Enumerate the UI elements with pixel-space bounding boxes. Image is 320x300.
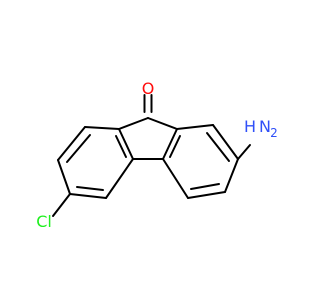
bond-c9a-c4b	[118, 128, 134, 160]
oxygen-label: O	[142, 79, 155, 98]
amine-subscript-label: 2	[270, 126, 278, 140]
bond-c9-c9a	[118, 117, 149, 130]
bond-c9-c8a	[147, 117, 178, 130]
atom-labels: O H N 2 Cl	[36, 79, 278, 231]
bond-c4-c4b	[105, 158, 134, 199]
bond-c5-c4a	[162, 158, 189, 199]
bond-c4b-c9a-inner	[115, 135, 127, 158]
amine-hydrogen-label: H	[244, 117, 256, 136]
bond-c1-c2	[57, 126, 86, 161]
chlorine-label: Cl	[36, 212, 52, 231]
bond-c4a-c8a-inner	[169, 135, 181, 158]
bond-c8a-c8	[176, 124, 214, 130]
bond-c6-c5	[187, 191, 226, 199]
bond-c3-c4-inner	[76, 186, 104, 191]
bond-c8-c7-inner	[206, 132, 230, 162]
bond-lines	[52, 94, 251, 217]
bond-c6-c5-inner	[190, 183, 220, 190]
bond-c3-c4	[69, 193, 107, 199]
bond-c8a-c4a	[162, 128, 178, 160]
bond-c3-cl	[52, 193, 71, 217]
bond-c8-c7	[212, 124, 239, 160]
bond-c1-c2-inner	[66, 134, 91, 163]
bond-c2-c3	[57, 159, 71, 195]
molecule-structure: O H N 2 Cl	[36, 79, 278, 231]
bond-c7-c6	[224, 158, 239, 193]
bond-c7-n	[237, 144, 251, 160]
bond-c9a-c1	[84, 126, 120, 130]
amine-nitrogen-label: N	[259, 117, 271, 136]
